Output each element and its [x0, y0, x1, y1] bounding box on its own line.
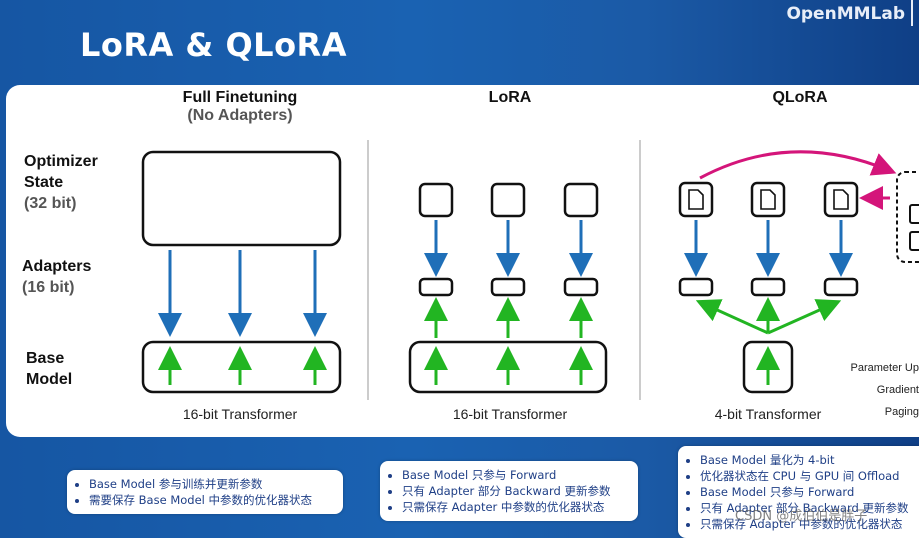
caption-qlora: 4-bit Transformer	[714, 406, 822, 422]
adapter-box	[563, 277, 599, 297]
note-box-lora: Base Model 只参与 Forward 只有 Adapter 部分 Bac…	[380, 461, 638, 521]
adapter-box	[678, 277, 714, 297]
row-label-adapters: Adapters (16 bit)	[22, 258, 92, 296]
row-label-optimizer: Optimizer State (32 bit)	[24, 153, 98, 212]
optimizer-state-box	[418, 182, 454, 218]
forward-arrow	[695, 299, 769, 335]
optimizer-state-box	[563, 182, 599, 218]
page-icon	[688, 189, 704, 210]
note-item: 只有 Adapter 部分 Backward 更新参数	[402, 483, 630, 499]
note-box-qlora: Base Model 量化为 4-bit 优化器状态在 CPU 与 GPU 间 …	[678, 446, 919, 538]
adapter-box	[823, 277, 859, 297]
optimizer-state-box	[490, 182, 526, 218]
paged-state-box	[909, 231, 919, 251]
row-label-base-model: Base Model	[26, 350, 73, 388]
note-box-full-finetuning: Base Model 参与训练并更新参数 需要保存 Base Model 中参数…	[67, 470, 343, 514]
page-icon	[760, 189, 776, 210]
note-item: 需要保存 Base Model 中参数的优化器状态	[89, 492, 335, 508]
forward-arrow	[767, 299, 842, 335]
note-item: 优化器状态在 CPU 与 GPU 间 Offload	[700, 468, 919, 484]
note-item: Base Model 只参与 Forward	[402, 467, 630, 483]
cpu-memory-box	[896, 171, 919, 263]
column-title-qlora: QLoRA	[772, 89, 828, 106]
adapter-box	[750, 277, 786, 297]
note-item: Base Model 参与训练并更新参数	[89, 476, 335, 492]
note-item: Base Model 只参与 Forward	[700, 484, 919, 500]
caption-lora: 16-bit Transformer	[452, 406, 568, 422]
legend-gradient-flow: Gradient	[876, 384, 919, 396]
full-finetuning-diagram	[141, 150, 342, 394]
qlora-diagram	[678, 150, 919, 394]
brand-logo-text: OpenMMLab	[786, 4, 905, 24]
legend-paging-flow: Paging	[884, 406, 919, 418]
brand-divider	[911, 0, 913, 26]
note-item: Base Model 量化为 4-bit	[700, 452, 919, 468]
optimizer-state-box	[141, 150, 342, 247]
watermark-text: CSDN @成伯伯是胖子	[735, 509, 868, 524]
optimizer-state-box	[678, 181, 714, 218]
caption-full-finetuning: 16-bit Transformer	[182, 406, 298, 422]
adapter-box	[418, 277, 454, 297]
paged-state-box	[909, 204, 919, 224]
optimizer-state-box	[823, 181, 859, 218]
optimizer-state-box	[750, 181, 786, 218]
note-item: 只需保存 Adapter 中参数的优化器状态	[402, 499, 630, 515]
slide-title: LoRA & QLoRA	[80, 26, 347, 64]
page-icon	[833, 189, 849, 210]
column-title-lora: LoRA	[488, 89, 532, 106]
adapter-box	[490, 277, 526, 297]
note-item: 只有 Adapter 部分 Backward 更新参数	[700, 500, 919, 516]
legend-parameter-updates: Parameter Up	[850, 362, 919, 374]
paging-arrow	[699, 150, 897, 180]
lora-diagram	[408, 182, 608, 394]
note-item: 只需保存 Adapter 中参数的优化器状态	[700, 516, 919, 532]
column-title-full-finetuning: Full Finetuning (No Adapters)	[182, 89, 298, 124]
